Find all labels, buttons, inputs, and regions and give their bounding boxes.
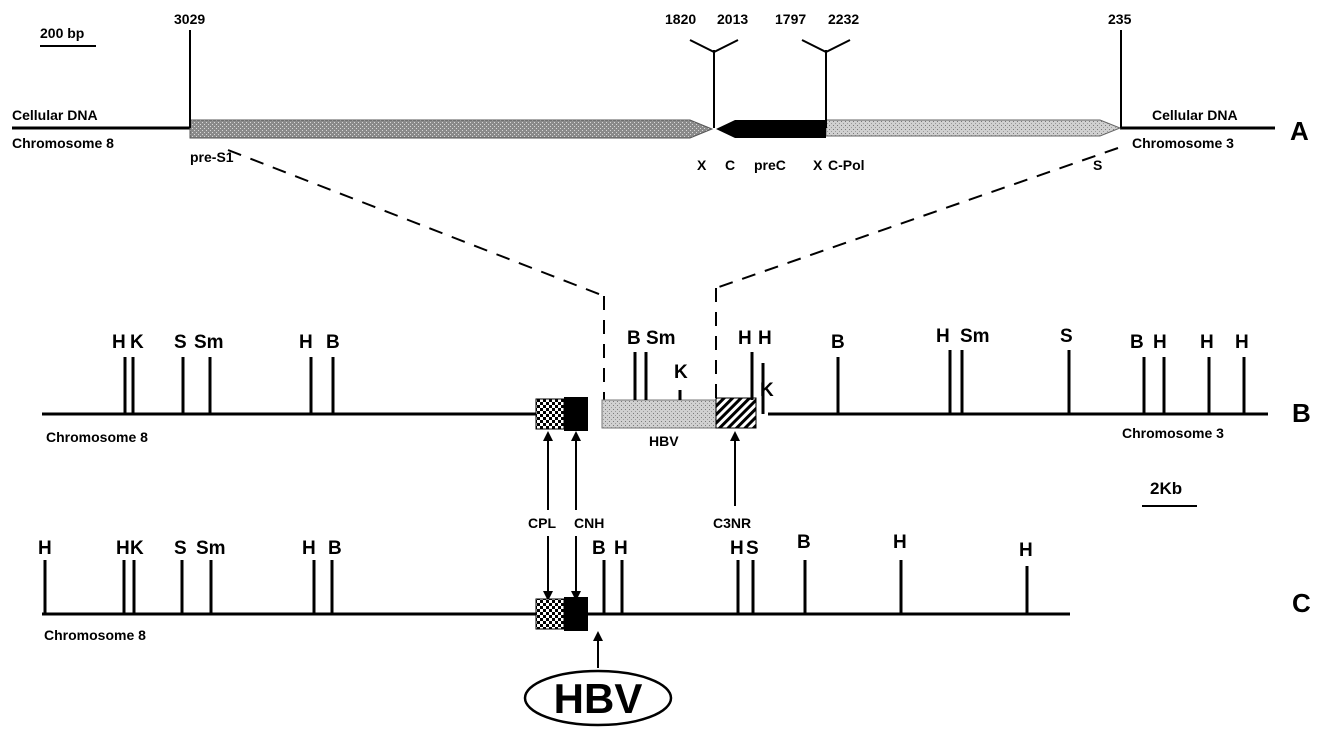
site-c-b2: B (592, 538, 606, 559)
site-b-sm1: Sm (194, 332, 224, 353)
pos-3029: 3029 (174, 11, 205, 27)
hbv-badge-label: HBV (554, 675, 643, 722)
hbv-s-segment (825, 119, 1122, 137)
probe-cpl: CPL (528, 515, 556, 531)
site-b-b1: B (326, 332, 340, 353)
site-c-s1: S (174, 538, 187, 559)
chromosome-8-a: Chromosome 8 (12, 135, 114, 151)
site-b-b3: B (831, 332, 845, 353)
block-c3nr (715, 397, 757, 429)
gene-prec: preC (754, 157, 786, 173)
gene-x-2: X (813, 157, 823, 173)
probe-arrows (543, 431, 740, 668)
chromosome-3-b: Chromosome 3 (1122, 425, 1224, 441)
chromosome-8-b: Chromosome 8 (46, 429, 148, 445)
probe-cnh: CNH (574, 515, 604, 531)
gene-x-1: X (697, 157, 707, 173)
hbv-preC-segment (716, 120, 826, 138)
site-b-h6: H (1153, 332, 1167, 353)
block-cnh-c (564, 597, 588, 631)
cellular-dna-right: Cellular DNA (1152, 107, 1238, 123)
site-b-h5: H (936, 326, 950, 347)
hbv-pre-s1-segment (189, 119, 714, 139)
gene-pre-s1: pre-S1 (190, 149, 234, 165)
site-c-sm1: Sm (196, 538, 226, 559)
probe-c3nr: C3NR (713, 515, 751, 531)
site-c-b1: B (328, 538, 342, 559)
site-b-b2: B (627, 328, 641, 349)
panel-a: 200 bp 3029 1820 2013 1797 2232 235 Cell… (12, 11, 1309, 173)
gene-c: C (725, 157, 735, 173)
pos-235: 235 (1108, 11, 1132, 27)
pos-1797: 1797 (775, 11, 806, 27)
panel-b-letter: B (1292, 398, 1311, 428)
site-b-b4: B (1130, 332, 1144, 353)
site-b-h3: H (738, 328, 752, 349)
block-cpl-c (535, 598, 565, 630)
gene-s: S (1093, 157, 1102, 173)
scale-bar-a-label: 200 bp (40, 25, 84, 41)
hbv-insert-label: HBV (649, 433, 679, 449)
site-b-sm2: Sm (646, 328, 676, 349)
scale-bar-b-label: 2Kb (1150, 479, 1182, 498)
cellular-dna-left: Cellular DNA (12, 107, 98, 123)
site-c-b3: B (797, 532, 811, 553)
panel-c: H H K S Sm H B B H H S B H H Chromosome … (38, 532, 1311, 643)
site-c-h5: H (730, 538, 744, 559)
site-b-h1: H (112, 332, 126, 353)
chromosome-8-c: Chromosome 8 (44, 627, 146, 643)
site-b-h2: H (299, 332, 313, 353)
site-b-s2: S (1060, 326, 1073, 347)
panel-c-letter: C (1292, 588, 1311, 618)
pos-1820: 1820 (665, 11, 696, 27)
gene-c-pol: C-Pol (828, 157, 865, 173)
site-b-h8: H (1235, 332, 1249, 353)
block-cnh-b (564, 397, 588, 431)
pos-2232: 2232 (828, 11, 859, 27)
pos-2013: 2013 (717, 11, 748, 27)
site-c-h2: H (116, 538, 130, 559)
panel-b: HBV H K S Sm H B B Sm (42, 326, 1311, 507)
panel-a-letter: A (1290, 116, 1309, 146)
site-c-s2: S (746, 538, 759, 559)
site-c-h4: H (614, 538, 628, 559)
site-c-k1: K (130, 538, 144, 559)
site-b-sm3: Sm (960, 326, 990, 347)
site-c-h6: H (893, 532, 907, 553)
hbv-insert (601, 399, 717, 429)
chromosome-3-a: Chromosome 3 (1132, 135, 1234, 151)
site-b-k1: K (130, 332, 144, 353)
site-b-s1: S (174, 332, 187, 353)
site-c-h1: H (38, 538, 52, 559)
site-b-k3: K (760, 380, 774, 401)
site-c-h3: H (302, 538, 316, 559)
hbv-badge: HBV (523, 669, 673, 727)
block-cpl-b (535, 398, 565, 430)
projection-lines (227, 147, 1119, 402)
site-b-k2: K (674, 362, 688, 383)
site-b-h4: H (758, 328, 772, 349)
site-b-h7: H (1200, 332, 1214, 353)
site-c-h7: H (1019, 540, 1033, 561)
